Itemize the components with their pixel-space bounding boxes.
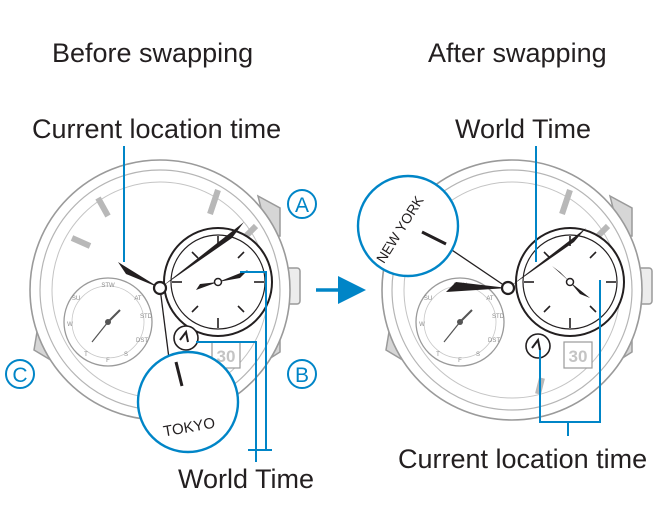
right-city-callout <box>356 174 460 278</box>
svg-text:STW: STW <box>101 283 115 289</box>
svg-text:DST: DST <box>488 338 500 344</box>
button-a-label: A <box>295 194 309 217</box>
svg-text:W: W <box>419 322 425 328</box>
heading-before: Before swapping <box>52 38 254 68</box>
button-b-badge <box>287 359 317 389</box>
right-watch: STW AT STD DST SU W T F S <box>356 146 653 436</box>
left-bottom-label: World Time <box>178 464 315 494</box>
left-city-callout <box>136 350 240 454</box>
heading-after: After swapping <box>428 38 607 68</box>
right-top-label: World Time <box>455 114 592 144</box>
svg-text:STD: STD <box>492 314 505 320</box>
svg-text:S: S <box>476 352 480 358</box>
svg-text:T: T <box>84 352 88 358</box>
svg-text:T: T <box>436 352 440 358</box>
svg-text:F: F <box>106 358 110 364</box>
svg-text:F: F <box>458 358 462 364</box>
svg-text:W: W <box>67 322 73 328</box>
left-hour-hand <box>118 262 160 288</box>
right-date-text: 30 <box>569 347 588 366</box>
button-a-badge <box>287 189 317 219</box>
left-minute-hand <box>160 222 244 288</box>
svg-text:DST: DST <box>136 338 148 344</box>
svg-text:S: S <box>124 352 128 358</box>
left-watch: STW AT STD DST SU W T F S <box>5 146 317 462</box>
svg-text:SU: SU <box>72 296 80 302</box>
left-subdial-marks: STW AT STD DST SU W T F S <box>67 283 153 364</box>
button-c-label: C <box>12 364 27 387</box>
left-indicator-dial <box>173 325 199 351</box>
svg-text:AT: AT <box>486 296 494 302</box>
svg-text:AT: AT <box>134 296 142 302</box>
left-bottom-leader <box>196 341 257 450</box>
svg-text:STD: STD <box>140 314 153 320</box>
button-c-badge <box>5 359 35 389</box>
right-bottom-label: Current location time <box>398 444 648 474</box>
left-top-label: Current location time <box>32 114 282 144</box>
left-date-text: 30 <box>217 347 236 366</box>
svg-text:SU: SU <box>424 296 432 302</box>
button-b-label: B <box>295 364 309 387</box>
right-bottom-leader <box>539 280 601 423</box>
